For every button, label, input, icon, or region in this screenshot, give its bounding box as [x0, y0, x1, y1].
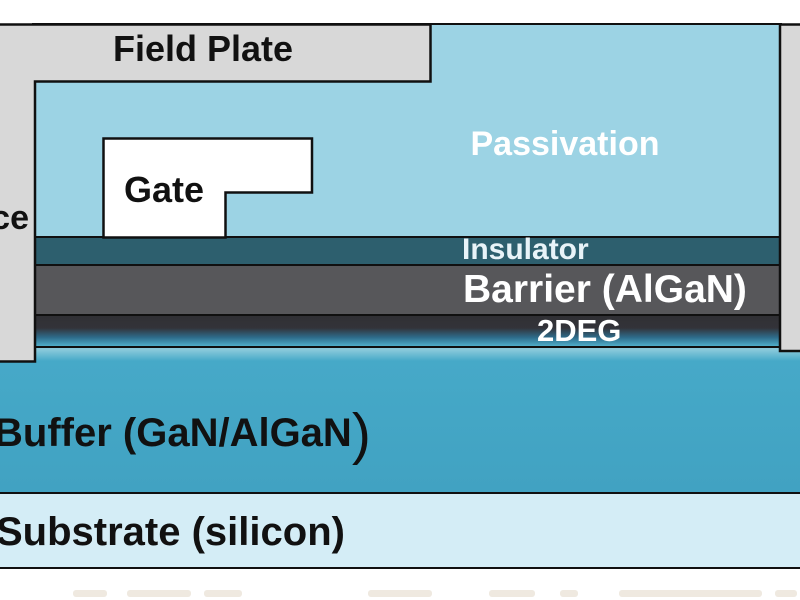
- caption-artifact: [489, 590, 535, 597]
- barrier-layer: [34, 264, 780, 314]
- buffer-label-text: Buffer (GaN/AlGaN: [0, 410, 352, 455]
- caption-artifact: [204, 590, 242, 597]
- field-plate-label: Field Plate: [112, 28, 294, 69]
- source-field-plate-electrode: [0, 23, 432, 363]
- insulator-layer: [34, 238, 780, 264]
- buffer-region: [0, 345, 800, 494]
- twodeg-label: 2DEG: [537, 313, 622, 348]
- substrate-region: [0, 494, 800, 569]
- caption-artifact: [560, 590, 578, 597]
- twodeg-layer: [34, 314, 780, 346]
- gate-electrode: [102, 137, 314, 239]
- caption-artifact: [127, 590, 191, 597]
- gate-label: Gate: [123, 169, 205, 210]
- caption-artifact: [775, 590, 797, 597]
- passivation-label: Passivation: [470, 124, 660, 163]
- caption-artifact: [368, 590, 432, 597]
- buffer-label: Buffer (GaN/AlGaN): [0, 402, 371, 466]
- caption-artifact: [73, 590, 107, 597]
- buffer-label-paren: ): [351, 402, 371, 466]
- caption-artifact: [619, 590, 762, 597]
- drain-electrode: [778, 23, 800, 353]
- layer-stack: [32, 236, 782, 348]
- substrate-label: Substrate (silicon): [0, 509, 345, 554]
- source-label: Source: [0, 198, 29, 237]
- barrier-label: Barrier (AlGaN): [463, 268, 747, 311]
- insulator-label: Insulator: [462, 233, 589, 266]
